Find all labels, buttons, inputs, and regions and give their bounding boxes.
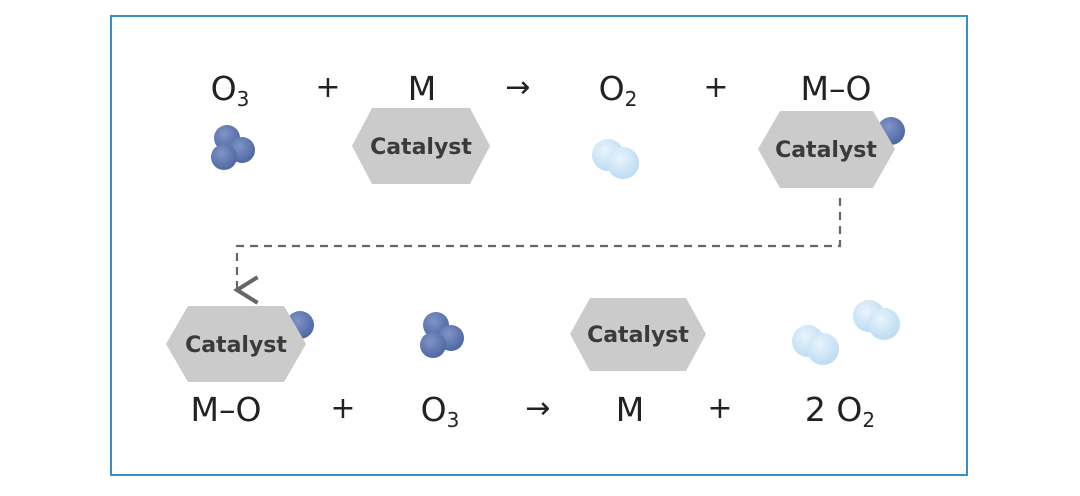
reaction1-product-metal-oxide: M–O xyxy=(800,69,872,108)
reaction1-arrow: → xyxy=(505,70,531,105)
reaction2-reactant-metal-oxide: M–O xyxy=(190,390,262,429)
catalyst-label: Catalyst xyxy=(587,323,689,348)
catalyst-hexagon-row1: Catalyst xyxy=(352,108,490,184)
oxygen-molecule-row2-b xyxy=(853,300,900,340)
reaction2-plus-1: + xyxy=(330,391,356,426)
oxygen-molecule-row2-a xyxy=(792,325,839,365)
catalyst-oxygen-bound-row2: Catalyst xyxy=(166,306,314,382)
oxygen-molecule-row1 xyxy=(592,139,639,179)
dashed-connector-arrow xyxy=(233,198,842,305)
reaction1-reactant-ozone: O3 xyxy=(210,69,250,111)
reaction2-plus-2: + xyxy=(707,391,733,426)
reaction2-arrow: → xyxy=(525,391,551,426)
reaction1-product-oxygen: O2 xyxy=(598,69,638,111)
ozone-molecule-row2 xyxy=(420,312,464,358)
diagram-frame xyxy=(110,15,968,476)
catalyst-hexagon-row2: Catalyst xyxy=(570,298,706,371)
reaction2-product-metal: M xyxy=(615,390,645,429)
reaction1-plus-1: + xyxy=(315,70,341,105)
catalyst-oxygen-bound-row1: Catalyst xyxy=(758,111,905,188)
catalyst-label: Catalyst xyxy=(185,333,287,358)
ozone-molecule-row1 xyxy=(211,125,255,170)
reaction1-plus-2: + xyxy=(703,70,729,105)
reaction2-reactant-ozone: O3 xyxy=(420,390,460,432)
catalyst-label: Catalyst xyxy=(370,135,472,160)
reaction1-reactant-metal: M xyxy=(407,69,437,108)
reaction2-product-oxygen: 2 O2 xyxy=(804,390,876,432)
catalyst-label: Catalyst xyxy=(775,138,877,163)
